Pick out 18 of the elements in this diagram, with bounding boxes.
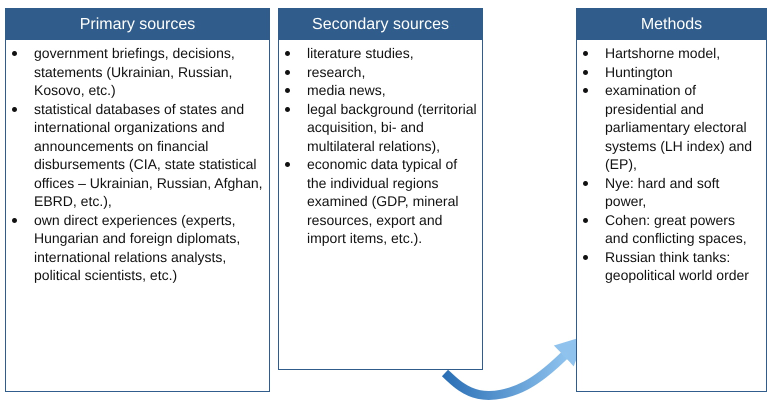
list-item: Nye: hard and soft power, xyxy=(605,174,720,209)
list-item: research, xyxy=(307,64,366,80)
list-item: own direct experiences (experts, Hungarian and foreign diplomats, international relations analysts, political scientists, etc.) xyxy=(34,212,240,283)
list-box xyxy=(5,8,270,392)
list-item: literature studies, xyxy=(307,45,414,61)
list-box xyxy=(576,8,767,392)
column-header: Methods xyxy=(577,9,766,40)
list-item: government briefings, decisions, statements (Ukrainian, Russian, Kosovo, etc.) xyxy=(34,45,235,98)
list-item: Hartshorne model, xyxy=(605,45,720,61)
list-item: Russian think tanks: geopolitical world order xyxy=(605,248,749,283)
list-box xyxy=(278,8,483,370)
list-item: examination of presidential and parliamentary electoral systems (LH index) and (EP), xyxy=(605,82,752,172)
column-header: Primary sources xyxy=(6,9,269,40)
list-item: economic data typical of the individual regions examined (GDP, mineral resources, export and import items, etc.). xyxy=(307,156,458,246)
list-item: media news, xyxy=(307,82,386,98)
list-item: Cohen: great powers and conflicting spaces, xyxy=(605,212,747,246)
column-header: Secondary sources xyxy=(279,9,482,40)
list-item: Huntington xyxy=(605,64,673,80)
